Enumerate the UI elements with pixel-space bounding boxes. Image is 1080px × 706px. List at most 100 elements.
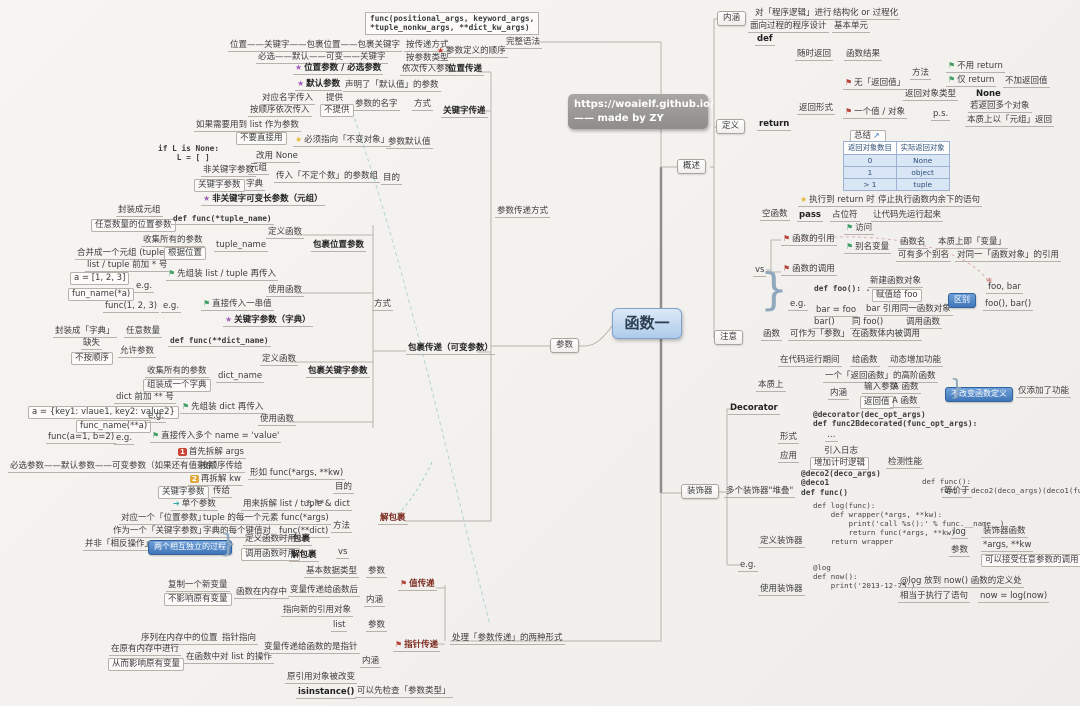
map-node[interactable]: @deco2(deco_args) @deco1 def func() (801, 469, 881, 497)
map-node[interactable]: ★非关键字可变长参数（元组） (201, 194, 325, 207)
map-node[interactable]: 不提供 (320, 104, 354, 118)
map-node[interactable]: 在函数体内被调用 (850, 329, 923, 342)
map-node[interactable]: fun_name(*a) (68, 288, 135, 302)
map-node[interactable]: 根据位置 (164, 247, 207, 261)
map-node[interactable]: 序列在内存中的位置 (139, 633, 220, 646)
map-node[interactable]: 字典 (244, 179, 266, 192)
map-node[interactable]: 非关键字参数 (201, 165, 257, 178)
map-node[interactable]: ⚑不用 return (946, 61, 1005, 74)
map-node[interactable]: 复制一个新变量 (166, 580, 230, 593)
map-node[interactable]: 对「程序逻辑」进行 (753, 8, 834, 21)
map-node[interactable]: 从而影响原有变量 (108, 658, 185, 672)
map-node[interactable]: 目的 (381, 173, 403, 186)
map-node[interactable]: bar() (812, 317, 837, 330)
map-node[interactable]: 可以先检查「参数类型」 (355, 686, 453, 699)
map-node[interactable]: 让代码先运行起来 (871, 210, 944, 223)
map-node[interactable]: 空函数 (760, 209, 790, 222)
map-node[interactable]: def func(**dict_name) (168, 336, 271, 348)
map-node[interactable]: 封装成元组 (116, 205, 163, 218)
map-node[interactable]: func(a=1, b=2) (46, 432, 117, 445)
map-node[interactable]: 内涵 (828, 388, 850, 401)
map-node[interactable]: ⚑一个值 / 对象 (843, 107, 907, 120)
map-node[interactable]: 按顺序依次传入 (248, 105, 312, 118)
map-node[interactable]: 等价于 (942, 486, 972, 499)
branch-parameters[interactable]: 参数 (550, 338, 580, 354)
map-node[interactable]: 方法 (910, 68, 932, 81)
map-node[interactable]: ★关键字参数（字典） (223, 315, 313, 328)
map-node[interactable]: 调用函数 (904, 317, 943, 330)
branch-note[interactable]: 注意 (714, 330, 744, 346)
map-node[interactable]: 同 foo() (850, 317, 886, 330)
map-node[interactable]: None (974, 89, 1003, 102)
map-node[interactable]: 形如 func(*args, **kw) (248, 468, 346, 481)
map-node[interactable]: 定义函数 (266, 227, 305, 240)
map-node[interactable]: 函数结果 (844, 49, 883, 62)
map-node[interactable]: 允许参数 (118, 346, 157, 359)
map-node[interactable]: 按传递方式 (404, 40, 451, 53)
map-node[interactable]: list / tuple 前加 * 号 (85, 260, 170, 273)
map-node[interactable]: 赋值给 foo (872, 289, 922, 303)
map-node[interactable]: 收集所有的参数 (145, 366, 209, 379)
map-node[interactable]: ★必须指向「不变对象」 (293, 135, 392, 148)
map-node[interactable]: 返回值 (860, 396, 894, 410)
map-node[interactable]: 不按顺序 (71, 352, 114, 366)
map-node[interactable]: 本质上即「变量」 (936, 237, 1009, 250)
map-node[interactable]: 方式 (372, 299, 394, 312)
map-node[interactable]: def log(func): def wrapper(*args, **kw):… (813, 501, 1004, 546)
map-node[interactable]: 目的 (333, 482, 355, 495)
map-node[interactable]: *, ** (304, 499, 327, 512)
map-node[interactable]: e.g. (146, 411, 167, 424)
map-node[interactable]: 方法 (331, 521, 353, 534)
map-node[interactable]: 使用函数 (266, 285, 305, 298)
map-node[interactable]: 定义函数 (260, 354, 299, 367)
map-node[interactable]: func(**dict) (277, 526, 331, 539)
map-node[interactable]: ★执行到 return 时 (798, 195, 877, 208)
map-node[interactable]: 包裹位置参数 (311, 240, 367, 253)
map-node[interactable]: 参数传递方式 (495, 206, 551, 219)
map-node[interactable]: ⚑指针传递 (393, 640, 441, 653)
map-node[interactable]: 在代码运行期间 (778, 355, 842, 368)
map-node[interactable]: 对应一个「位置参数」 (119, 513, 209, 526)
map-node[interactable]: list (331, 620, 348, 633)
map-node[interactable]: 内涵 (717, 11, 747, 27)
map-node[interactable]: 动态增加功能 (888, 355, 944, 368)
map-node[interactable]: 缺失 (81, 338, 103, 351)
map-node[interactable]: 函数 (761, 329, 783, 342)
map-node[interactable]: return (757, 119, 792, 132)
map-node[interactable]: 函数在内存中 (234, 587, 290, 600)
map-node[interactable]: 参数默认值 (386, 137, 433, 150)
map-node[interactable]: 变量传递给函数后 (288, 585, 361, 598)
map-node[interactable]: 给函数 (850, 355, 880, 368)
map-node[interactable]: 元组 (248, 163, 270, 176)
map-node[interactable]: ⚑先组装 list / tuple 再传入 (166, 269, 279, 282)
map-node[interactable]: ⚑访问 (844, 223, 875, 236)
map-node[interactable]: 必选参数——默认参数——可变参数（如果还有值剩余） (8, 461, 225, 474)
map-node[interactable]: e.g. (788, 299, 809, 312)
map-node[interactable]: p.s. (931, 109, 951, 122)
map-node[interactable]: 不加返回值 (1003, 76, 1050, 89)
map-node[interactable]: 相当于执行了语句 (898, 591, 971, 604)
map-node[interactable]: tuple 的每一个元素 (201, 513, 281, 526)
map-node[interactable]: 合并成一个元组 (tuple) (75, 248, 170, 261)
map-node[interactable]: 必选——默认——可变——关键字 (256, 52, 388, 65)
map-node[interactable]: 若返回多个对象 (968, 101, 1032, 114)
map-node[interactable]: 基本单元 (832, 21, 871, 34)
map-node[interactable]: @decorator(dec_opt_args) def func2Bdecor… (813, 410, 977, 429)
map-node[interactable]: 用来拆解 list / tuple & dict (241, 499, 352, 512)
map-node[interactable]: e.g. (738, 560, 759, 573)
map-node[interactable]: ★参数定义的顺序 (435, 46, 508, 59)
map-node[interactable]: def foo(): ... (814, 284, 880, 293)
map-node[interactable]: 传入「不定个数」的参数组 (274, 171, 381, 184)
map-node[interactable]: 作为一个「关键字参数」 (111, 526, 209, 539)
map-node[interactable]: e.g. (114, 433, 135, 446)
map-node[interactable]: 封装成「字典」 (53, 326, 117, 339)
map-node[interactable]: 两个相互独立的过程 (148, 540, 232, 555)
map-node[interactable]: 多个装饰器"堆叠" (724, 486, 796, 499)
map-node[interactable]: ★位置参数 / 必选参数 (293, 63, 384, 76)
map-node[interactable]: 位置——关键字——包裹位置——包裹关键字 (228, 40, 403, 53)
map-node[interactable]: 关键字传递 (441, 106, 488, 119)
map-node[interactable]: 停止执行函数内余下的语句 (876, 195, 983, 208)
map-node[interactable]: def func(): func = deco2(deco_args)(deco… (922, 477, 1080, 496)
map-node[interactable]: 本质上 (756, 380, 786, 393)
